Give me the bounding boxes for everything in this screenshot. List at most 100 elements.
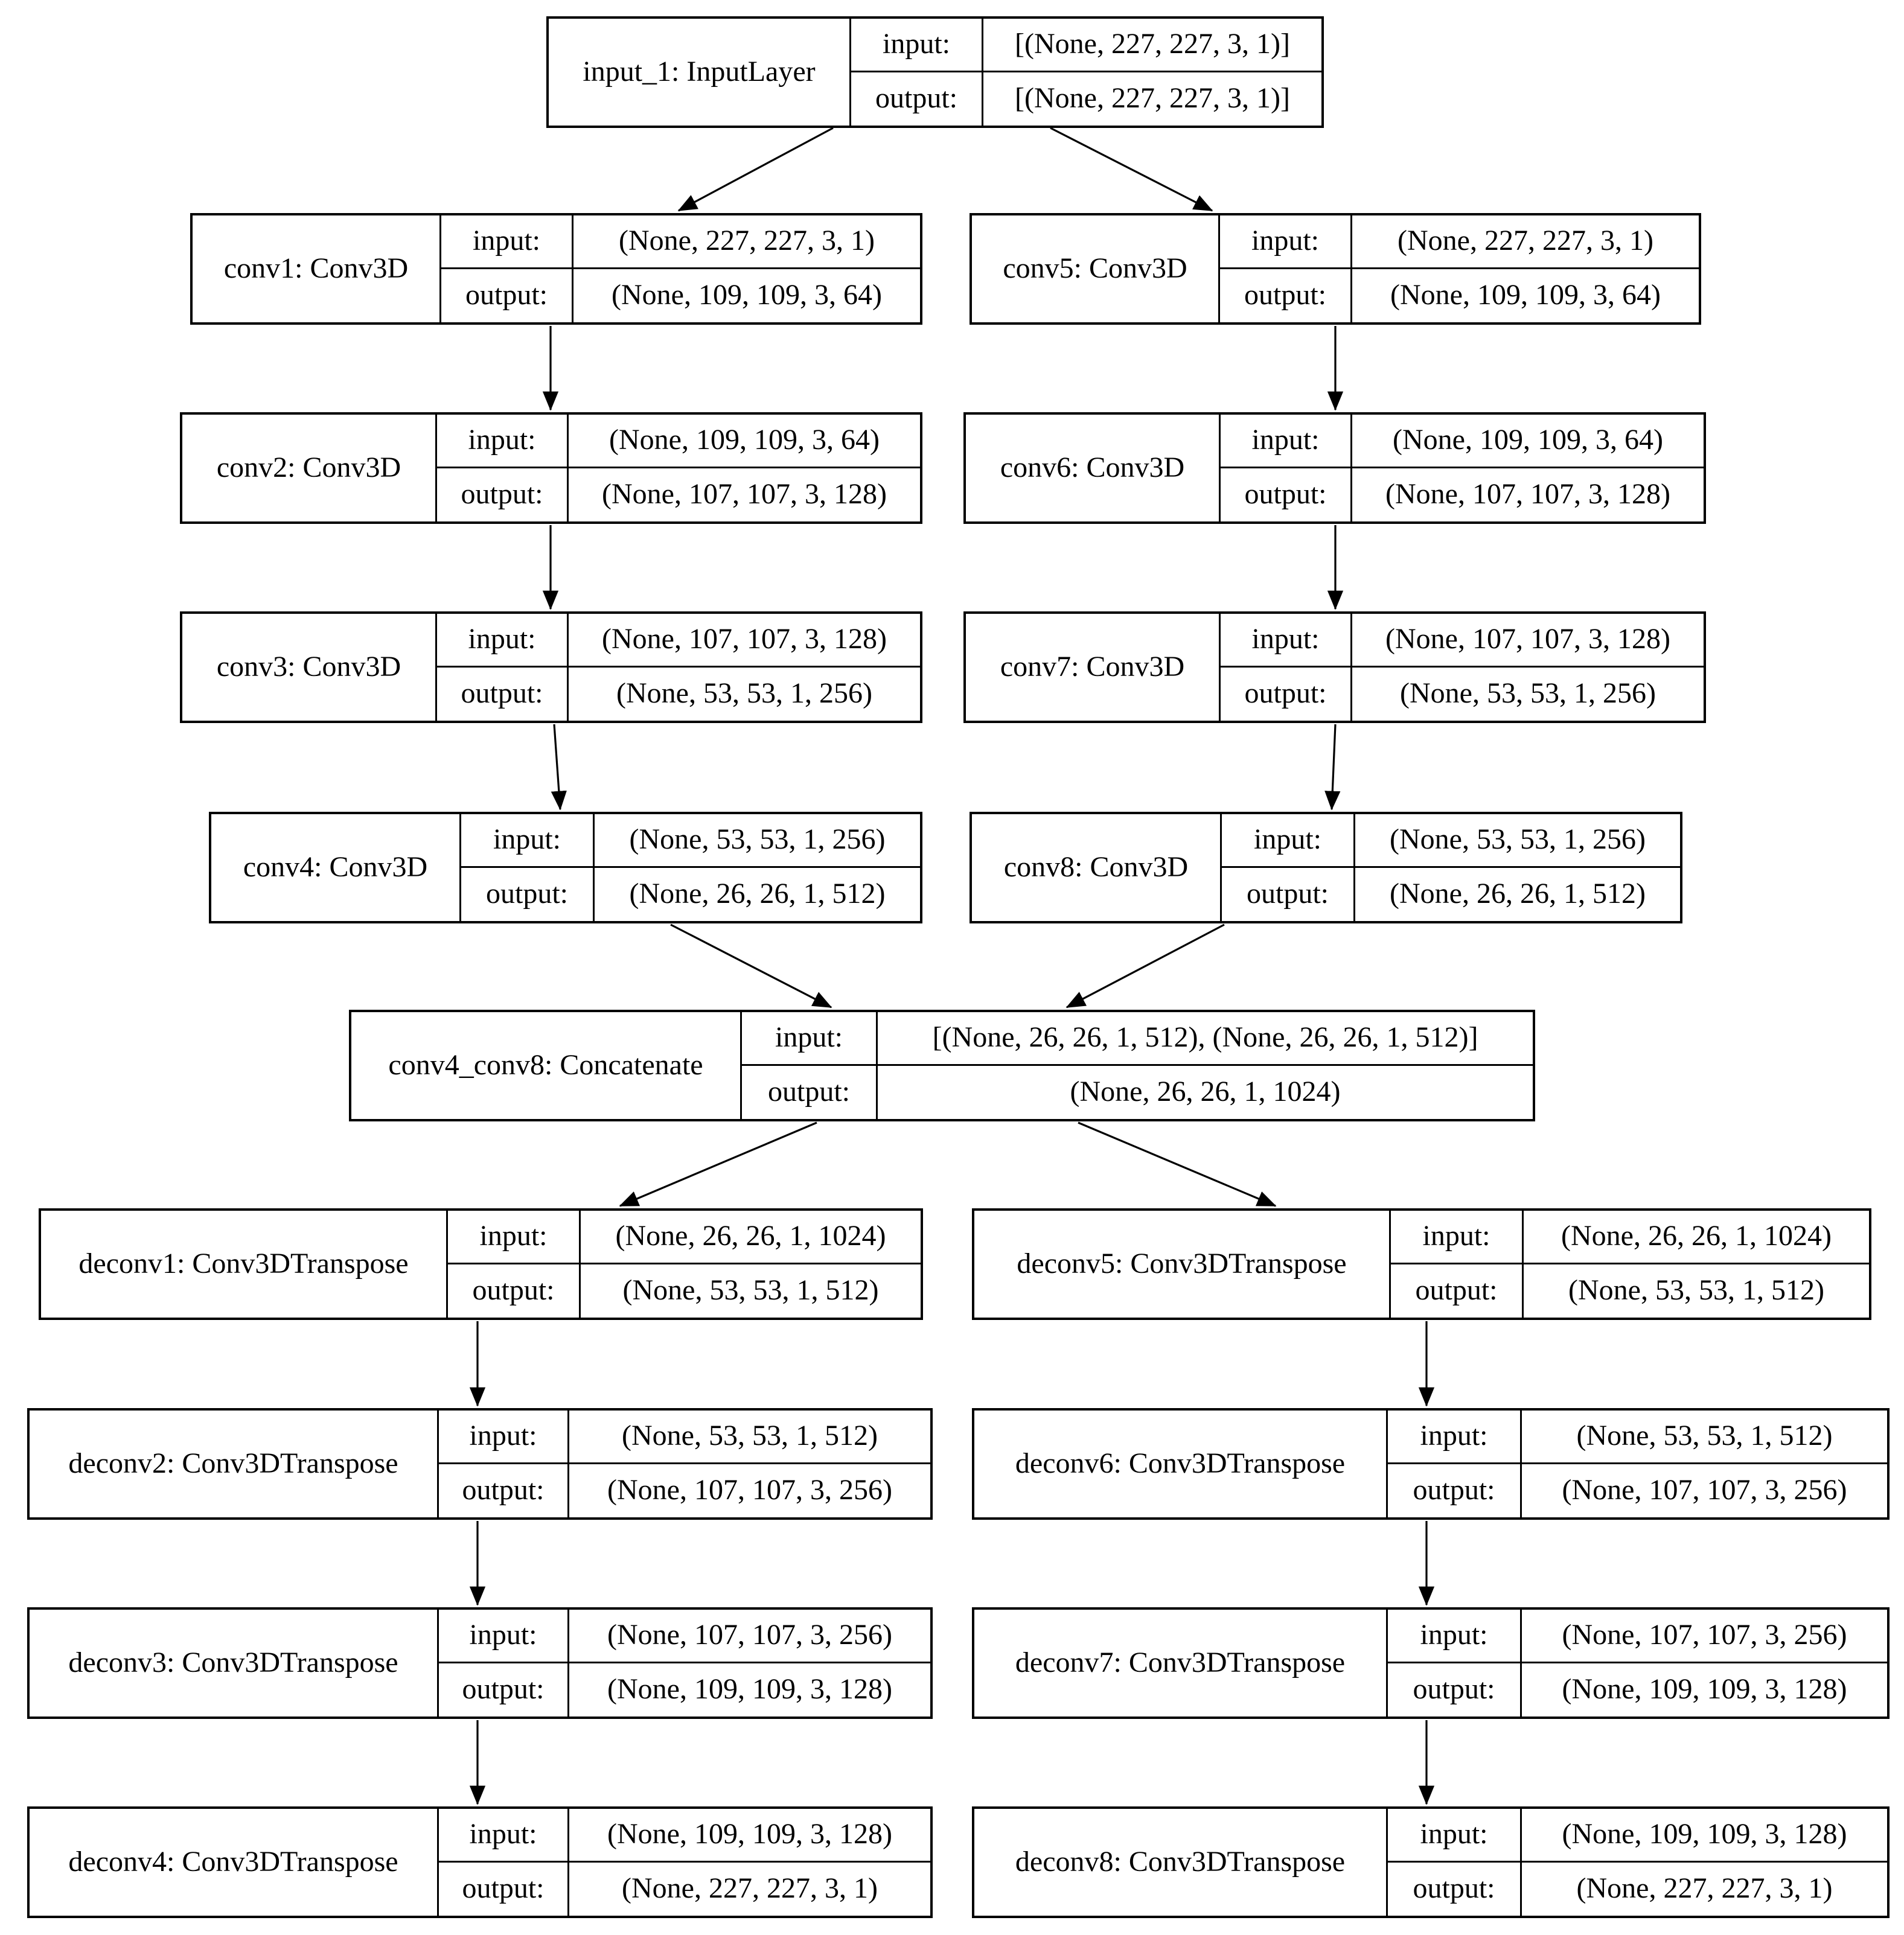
output-row-label: output:	[1221, 667, 1352, 721]
output-row-label: output:	[461, 867, 595, 921]
input-shape-value: (None, 26, 26, 1, 1024)	[1524, 1211, 1869, 1264]
output-shape-value: [(None, 227, 227, 3, 1)]	[1015, 82, 1290, 115]
output-shape-value: (None, 53, 53, 1, 512)	[622, 1274, 879, 1307]
input-shape-value: (None, 53, 53, 1, 512)	[569, 1411, 930, 1464]
input-row-label: input:	[1388, 1411, 1522, 1464]
output-shape-value: (None, 107, 107, 3, 128)	[602, 478, 887, 511]
output-row-label: output:	[437, 468, 569, 521]
input-shape-value: (None, 227, 227, 3, 1)	[1352, 215, 1699, 269]
output-shape-value: (None, 53, 53, 1, 512)	[1568, 1274, 1824, 1307]
layer-title: deconv6: Conv3DTranspose	[974, 1411, 1388, 1517]
layer-title: deconv8: Conv3DTranspose	[974, 1809, 1388, 1916]
input-row-label: input:	[437, 614, 569, 668]
output-row-label: output:	[1388, 1663, 1522, 1717]
edge-conv8-to-conv4_conv8	[1065, 923, 1225, 1009]
input-shape-value: (None, 109, 109, 3, 64)	[569, 415, 920, 468]
layer-title: deconv7: Conv3DTranspose	[974, 1610, 1388, 1717]
output-shape-value: (None, 53, 53, 1, 256)	[1400, 677, 1656, 710]
input-row-label: input:	[1221, 614, 1352, 668]
output-row-label: output:	[439, 1862, 569, 1916]
output-shape-value: (None, 109, 109, 3, 128)	[1562, 1673, 1847, 1706]
layer-title: conv4_conv8: Concatenate	[351, 1012, 742, 1119]
output-row-label: output:	[851, 72, 983, 126]
input-row-label: input:	[439, 1411, 569, 1464]
input-row-label: input:	[439, 1809, 569, 1863]
output-shape-value: (None, 53, 53, 1, 256)	[616, 677, 872, 710]
output-row-label: output:	[742, 1065, 878, 1119]
input-shape-value: (None, 53, 53, 1, 512)	[1522, 1411, 1887, 1464]
layer-title: conv2: Conv3D	[182, 415, 437, 521]
output-row-label: output:	[439, 1663, 569, 1717]
input-shape-value: (None, 109, 109, 3, 128)	[1522, 1809, 1887, 1863]
edge-conv3-to-conv4	[551, 724, 567, 811]
input-row-label: input:	[851, 19, 983, 72]
input-shape-value: (None, 26, 26, 1, 1024)	[581, 1211, 921, 1264]
input-shape-value: (None, 107, 107, 3, 256)	[569, 1610, 930, 1663]
input-shape-value: (None, 53, 53, 1, 256)	[595, 814, 920, 868]
output-shape-value: (None, 109, 109, 3, 64)	[1390, 279, 1661, 311]
input-row-label: input:	[441, 215, 573, 269]
input-shape-value: (None, 53, 53, 1, 256)	[1355, 814, 1680, 868]
output-row-label: output:	[1221, 468, 1352, 521]
input-row-label: input:	[461, 814, 595, 868]
input-row-label: input:	[439, 1610, 569, 1663]
layer-title: conv4: Conv3D	[211, 814, 461, 921]
layer-title: deconv2: Conv3DTranspose	[30, 1411, 439, 1517]
output-shape-value: (None, 109, 109, 3, 64)	[612, 279, 882, 311]
input-shape-value: [(None, 26, 26, 1, 512), (None, 26, 26, …	[878, 1012, 1533, 1066]
layer-title: conv6: Conv3D	[966, 415, 1221, 521]
input-shape-value: (None, 109, 109, 3, 128)	[569, 1809, 930, 1863]
output-row-label: output:	[1391, 1264, 1524, 1318]
input-shape-value: (None, 107, 107, 3, 128)	[1352, 614, 1704, 668]
layer-title: deconv5: Conv3DTranspose	[974, 1211, 1391, 1318]
output-shape-value: (None, 26, 26, 1, 512)	[1390, 878, 1646, 910]
output-row-label: output:	[1222, 867, 1355, 921]
input-row-label: input:	[1388, 1610, 1522, 1663]
output-row-label: output:	[1220, 269, 1352, 322]
output-shape-value: (None, 26, 26, 1, 1024)	[1070, 1076, 1341, 1108]
layer-title: deconv1: Conv3DTranspose	[41, 1211, 448, 1318]
edge-conv4-to-conv4_conv8	[670, 923, 832, 1009]
output-shape-value: (None, 107, 107, 3, 256)	[1562, 1474, 1847, 1506]
input-shape-value: (None, 109, 109, 3, 64)	[1352, 415, 1704, 468]
layer-title: conv8: Conv3D	[972, 814, 1222, 921]
edge-input_1-to-conv5	[1050, 127, 1213, 212]
input-shape-value: (None, 107, 107, 3, 128)	[569, 614, 920, 668]
output-row-label: output:	[448, 1264, 581, 1318]
edge-conv4_conv8-to-deconv5	[1078, 1121, 1277, 1207]
layer-title: conv3: Conv3D	[182, 614, 437, 721]
output-row-label: output:	[437, 667, 569, 721]
input-row-label: input:	[1388, 1809, 1522, 1863]
output-row-label: output:	[439, 1464, 569, 1517]
edge-conv4_conv8-to-deconv1	[619, 1121, 817, 1207]
edge-input_1-to-conv1	[677, 127, 834, 212]
input-row-label: input:	[1222, 814, 1355, 868]
output-shape-value: (None, 109, 109, 3, 128)	[607, 1673, 892, 1706]
output-row-label: output:	[1388, 1862, 1522, 1916]
layer-title: conv5: Conv3D	[972, 215, 1220, 322]
input-row-label: input:	[1221, 415, 1352, 468]
layer-title: conv7: Conv3D	[966, 614, 1221, 721]
layer-title: deconv3: Conv3DTranspose	[30, 1610, 439, 1717]
output-shape-value: (None, 26, 26, 1, 512)	[629, 878, 886, 910]
output-row-label: output:	[441, 269, 573, 322]
